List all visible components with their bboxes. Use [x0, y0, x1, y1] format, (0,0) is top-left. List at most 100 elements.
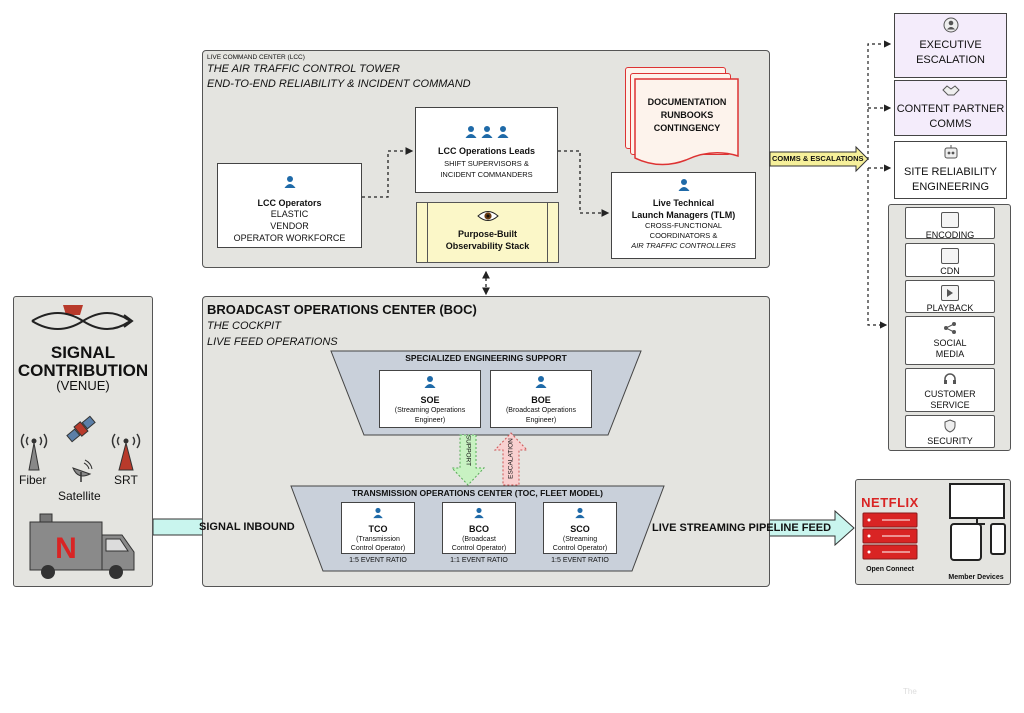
sco-title: SCO [570, 524, 590, 534]
support-label: SUPPORT [464, 434, 472, 467]
service-cdn: CDN [905, 243, 995, 277]
eye-icon [476, 211, 499, 221]
signal-subtitle: (VENUE) [56, 378, 110, 393]
lcc-title-1: THE AIR TRAFFIC CONTROL TOWER [207, 63, 400, 75]
person-icon [678, 179, 689, 191]
docs-line3: CONTINGENCY [653, 123, 721, 133]
partner-line1: CONTENT PARTNER [896, 103, 1005, 115]
open-connect-label: Open Connect [866, 566, 914, 573]
docs-front [634, 78, 739, 166]
lcc-operators-line3: OPERATOR WORKFORCE [233, 233, 346, 243]
observability-card: Purpose-Built Observability Stack [416, 202, 559, 263]
sco-line2: Control Operator) [552, 545, 608, 552]
bco-line2: Control Operator) [451, 545, 507, 552]
boe-card: BOE (Broadcast Operations Engineer) [490, 370, 592, 428]
tlm-line3: AIR TRAFFIC CONTROLLERS [631, 241, 736, 250]
bco-line1: (Broadcast [462, 536, 496, 543]
boe-title: BOE [531, 395, 551, 405]
signal-title1: SIGNAL [50, 343, 116, 362]
shield-icon [944, 419, 956, 433]
share-icon [944, 322, 956, 334]
sre-box: SITE RELIABILITY ENGINEERING [894, 141, 1007, 199]
playback-icon [941, 285, 959, 301]
observability-line1: Purpose-Built [457, 229, 517, 239]
lcc-leads-card: LCC Operations Leads SHIFT SUPERVISORS &… [415, 107, 558, 193]
srt-label: SRT [114, 473, 138, 487]
service-cdn-label: CDN [940, 266, 960, 276]
robot-icon [944, 145, 957, 159]
service-security-label: SECURITY [927, 436, 973, 446]
person-icon [373, 507, 383, 519]
member-devices-icon [949, 483, 1006, 561]
person-icon [943, 17, 958, 33]
ses-title: SPECIALIZED ENGINEERING SUPPORT [405, 353, 567, 363]
observability-left-bar [427, 203, 428, 262]
group-icon [464, 126, 510, 143]
tower-icon [111, 433, 141, 471]
satellite-label: Satellite [58, 489, 101, 503]
sco-card: SCO (Streaming Control Operator) [543, 502, 617, 554]
bco-title: BCO [469, 524, 489, 534]
fiber-label: Fiber [19, 473, 47, 487]
observability-right-bar [547, 203, 548, 262]
person-icon [284, 176, 295, 188]
comms-arrow-label: COMMS & ESCALATIONS [772, 154, 864, 163]
executive-line2: ESCALATION [916, 54, 985, 66]
soe-line2: Engineer) [414, 417, 446, 424]
bco-ratio: 1:1 EVENT RATIO [450, 557, 508, 564]
support-arrow [451, 434, 485, 486]
svg-text:N: N [55, 532, 77, 565]
lcc-operators-line2: VENDOR [270, 221, 309, 231]
member-devices-label: Member Devices [948, 574, 1004, 581]
docs-line1: DOCUMENTATION [647, 97, 727, 107]
lcc-leads-title: LCC Operations Leads [437, 146, 536, 156]
signal-inbound-label: SIGNAL INBOUND [199, 521, 295, 533]
executive-line1: EXECUTIVE [919, 39, 982, 51]
satellite-icon [66, 415, 96, 443]
tco-line2: Control Operator) [350, 545, 406, 552]
sco-line1: (Streaming [562, 536, 598, 543]
tco-title: TCO [368, 524, 388, 534]
signal-title2: CONTRIBUTION [17, 361, 149, 380]
lcc-leads-line2: INCIDENT COMMANDERS [440, 170, 533, 179]
cdn-icon [941, 248, 959, 264]
observability-line2: Observability Stack [445, 241, 530, 251]
soe-title: SOE [420, 395, 440, 405]
boc-sub2: LIVE FEED OPERATIONS [207, 336, 338, 348]
boc-sub1: THE COCKPIT [207, 320, 281, 332]
escalation-arrow [494, 432, 528, 486]
sre-line2: ENGINEERING [911, 181, 989, 193]
lcc-operators-card: LCC Operators ELASTIC VENDOR OPERATOR WO… [217, 163, 362, 248]
netflix-logo: NETFLIX [861, 495, 919, 510]
open-connect-appliance-icon [862, 512, 918, 560]
boe-line2: Engineer) [525, 417, 557, 424]
service-encoding: ENCODING [905, 207, 995, 240]
tlm-line2: COORDINATORS & [649, 231, 718, 240]
executive-escalation-box: EXECUTIVE ESCALATION [894, 13, 1007, 78]
sco-ratio: 1:5 EVENT RATIO [551, 557, 609, 564]
satellite-dish-icon [72, 459, 93, 482]
service-social-label: SOCIAL MEDIA [933, 338, 967, 359]
service-playback: PLAYBACK [905, 280, 995, 313]
soe-line1: (Streaming Operations [394, 407, 466, 414]
person-icon [474, 507, 484, 519]
bco-card: BCO (Broadcast Control Operator) [442, 502, 516, 554]
person-icon [575, 507, 585, 519]
tlm-title1: Live Technical [652, 198, 715, 208]
docs-text: DOCUMENTATION RUNBOOKS CONTINGENCY [634, 96, 740, 135]
venue-icon [31, 305, 134, 330]
tlm-card: Live Technical Launch Managers (TLM) CRO… [611, 172, 756, 259]
docs-line2: RUNBOOKS [660, 110, 714, 120]
lcc-operators-title: LCC Operators [257, 198, 322, 208]
soe-card: SOE (Streaming Operations Engineer) [379, 370, 481, 428]
person-icon [535, 376, 547, 388]
handshake-icon [941, 85, 960, 96]
tlm-line1: CROSS-FUNCTIONAL [644, 221, 723, 230]
service-security: SECURITY [905, 415, 995, 448]
content-partner-box: CONTENT PARTNER COMMS [894, 80, 1007, 136]
service-playback-label: PLAYBACK [926, 303, 974, 313]
service-encoding-label: ENCODING [925, 230, 975, 240]
tco-card: TCO (Transmission Control Operator) [341, 502, 415, 554]
partner-line2: COMMS [929, 118, 972, 130]
antenna-icon [20, 433, 48, 471]
